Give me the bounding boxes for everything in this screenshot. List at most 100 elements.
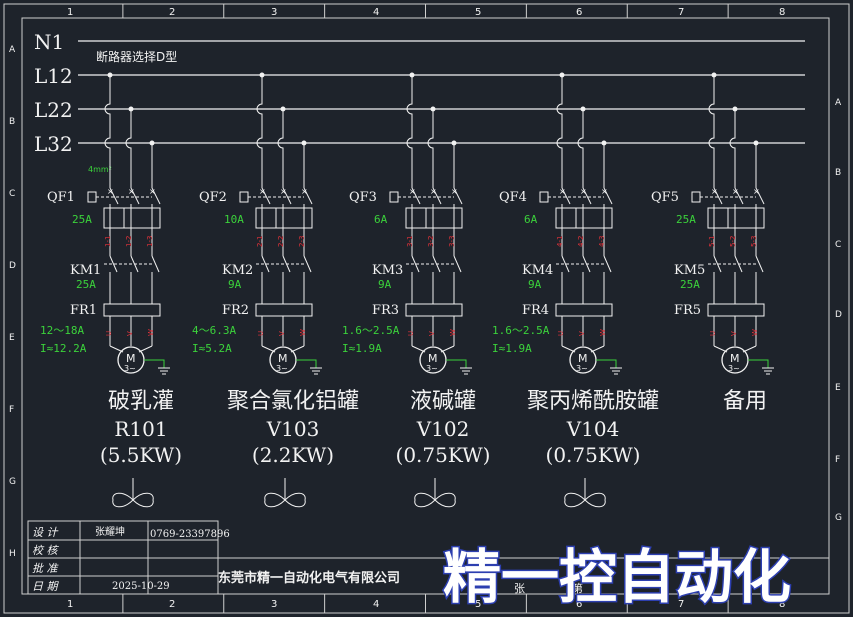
ground-wire xyxy=(144,359,165,368)
wire-number-label: 4-2 xyxy=(577,236,585,247)
watermark-title: 精一控自动化 xyxy=(443,543,791,611)
grid-col-label: 8 xyxy=(779,599,785,610)
motor-letter: M xyxy=(730,352,740,365)
breaker-operator-icon xyxy=(87,191,97,203)
contactor-contact xyxy=(303,255,312,273)
load-power: (0.75KW) xyxy=(546,443,641,467)
contactor-contact xyxy=(561,255,570,273)
load-name: 备用 xyxy=(723,389,767,414)
breaker-trip-unit xyxy=(707,207,765,229)
motor-terminal-label: U xyxy=(105,331,113,336)
contactor-contact xyxy=(109,255,118,273)
breaker-contact-mark: × xyxy=(107,187,114,196)
breaker-contact xyxy=(453,187,463,205)
ground-icon xyxy=(460,367,472,375)
grid-col-label: 7 xyxy=(678,7,684,18)
breaker-contact-mark: × xyxy=(753,187,760,196)
load-tag: R101 xyxy=(114,417,167,441)
motor-phase-mark: 3~ xyxy=(124,364,136,373)
breaker-type-note: 断路器选择D型 xyxy=(96,49,177,64)
phase-conductor xyxy=(427,109,434,188)
grid-col-label: 1 xyxy=(67,599,73,610)
grid-row-label: G xyxy=(9,477,16,487)
breaker-contact-mark: × xyxy=(128,187,135,196)
wire-number-label: 2-2 xyxy=(277,236,285,247)
breaker-contact-mark: × xyxy=(711,187,718,196)
phase-conductor xyxy=(256,75,263,188)
wire-number-label: 3-2 xyxy=(427,236,435,247)
overload-relay-label: FR2 xyxy=(222,303,249,318)
agitator-propeller-icon xyxy=(564,492,606,508)
breaker-label: QF3 xyxy=(349,190,377,205)
motor-letter: M xyxy=(126,352,136,365)
overload-relay-body xyxy=(707,303,765,317)
contactor-contact xyxy=(713,255,722,273)
motor-phase-mark: 3~ xyxy=(576,364,588,373)
overload-range: 4～6.3A xyxy=(192,324,236,337)
grid-row-label: D xyxy=(9,261,16,271)
breaker-operator-icon xyxy=(691,191,701,203)
overload-range: 1.6～2.5A xyxy=(342,324,400,337)
breaker-contact-mark: × xyxy=(601,187,608,196)
breaker-contact xyxy=(603,187,613,205)
overload-setting: I≈12.2A xyxy=(40,342,87,355)
load-name: 聚合氯化铝罐 xyxy=(227,389,359,414)
wire-number-label: 4-3 xyxy=(598,236,606,247)
breaker-contact xyxy=(151,187,161,205)
outer-frame xyxy=(3,3,850,614)
breaker-contact xyxy=(432,187,442,205)
breaker-operator-icon xyxy=(239,191,249,203)
contactor-contact xyxy=(603,255,612,273)
wire-number-label: 1-2 xyxy=(125,236,133,247)
breaker-contact-mark: × xyxy=(409,187,416,196)
contactor-rating: 25A xyxy=(76,278,96,291)
load-tag: V103 xyxy=(266,417,320,441)
grid-col-label: 5 xyxy=(475,7,481,18)
ground-icon xyxy=(762,367,774,375)
breaker-contact-mark: × xyxy=(259,187,266,196)
bus-label-l12: L12 xyxy=(34,64,73,88)
check-label: 校 核 xyxy=(32,544,59,557)
motor-terminal-label: W xyxy=(751,329,759,336)
title-block: 设 计 张耀坤 0769-23397896 校 核 批 准 日 期 2025-1… xyxy=(27,520,829,595)
ground-wire xyxy=(296,359,317,368)
motor-terminal-label: U xyxy=(709,331,717,336)
wire-number-label: 3-1 xyxy=(406,236,414,247)
agitator-propeller-icon xyxy=(112,492,154,508)
grid-row-label-right: A xyxy=(835,98,842,108)
breaker-contact-mark: × xyxy=(732,187,739,196)
overload-relay-label: FR5 xyxy=(674,303,701,318)
wire-number-label: 4-1 xyxy=(556,236,564,247)
breaker-rating: 25A xyxy=(676,213,696,226)
breaker-rating: 10A xyxy=(224,213,244,226)
breaker-contact xyxy=(282,187,292,205)
motor-letter: M xyxy=(578,352,588,365)
ground-wire xyxy=(446,359,467,368)
breaker-contact-mark: × xyxy=(301,187,308,196)
grid-col-label: 2 xyxy=(169,7,175,18)
grid-col-label: 7 xyxy=(678,599,684,610)
load-tag: V104 xyxy=(566,417,620,441)
motor-terminal-label: V xyxy=(126,331,134,336)
grid-row-label-right: C xyxy=(835,240,841,250)
grid-col-label: 5 xyxy=(475,599,481,610)
grid-row-label-right: F xyxy=(835,455,840,465)
load-name: 破乳灌 xyxy=(108,389,174,414)
breaker-contact xyxy=(734,187,744,205)
contactor-contact xyxy=(755,255,764,273)
wire-number-label: 3-3 xyxy=(448,236,456,247)
grid-row-label-right: D xyxy=(835,310,842,320)
breaker-contact-mark: × xyxy=(580,187,587,196)
contactor-label: KM3 xyxy=(372,263,403,278)
motor-terminal-label: U xyxy=(257,331,265,336)
contactor-rating: 9A xyxy=(228,278,242,291)
date-label: 日 期 xyxy=(32,580,59,593)
breaker-label: QF2 xyxy=(199,190,227,205)
grid-row-label-right: G xyxy=(835,513,842,523)
contactor-contact xyxy=(411,255,420,273)
